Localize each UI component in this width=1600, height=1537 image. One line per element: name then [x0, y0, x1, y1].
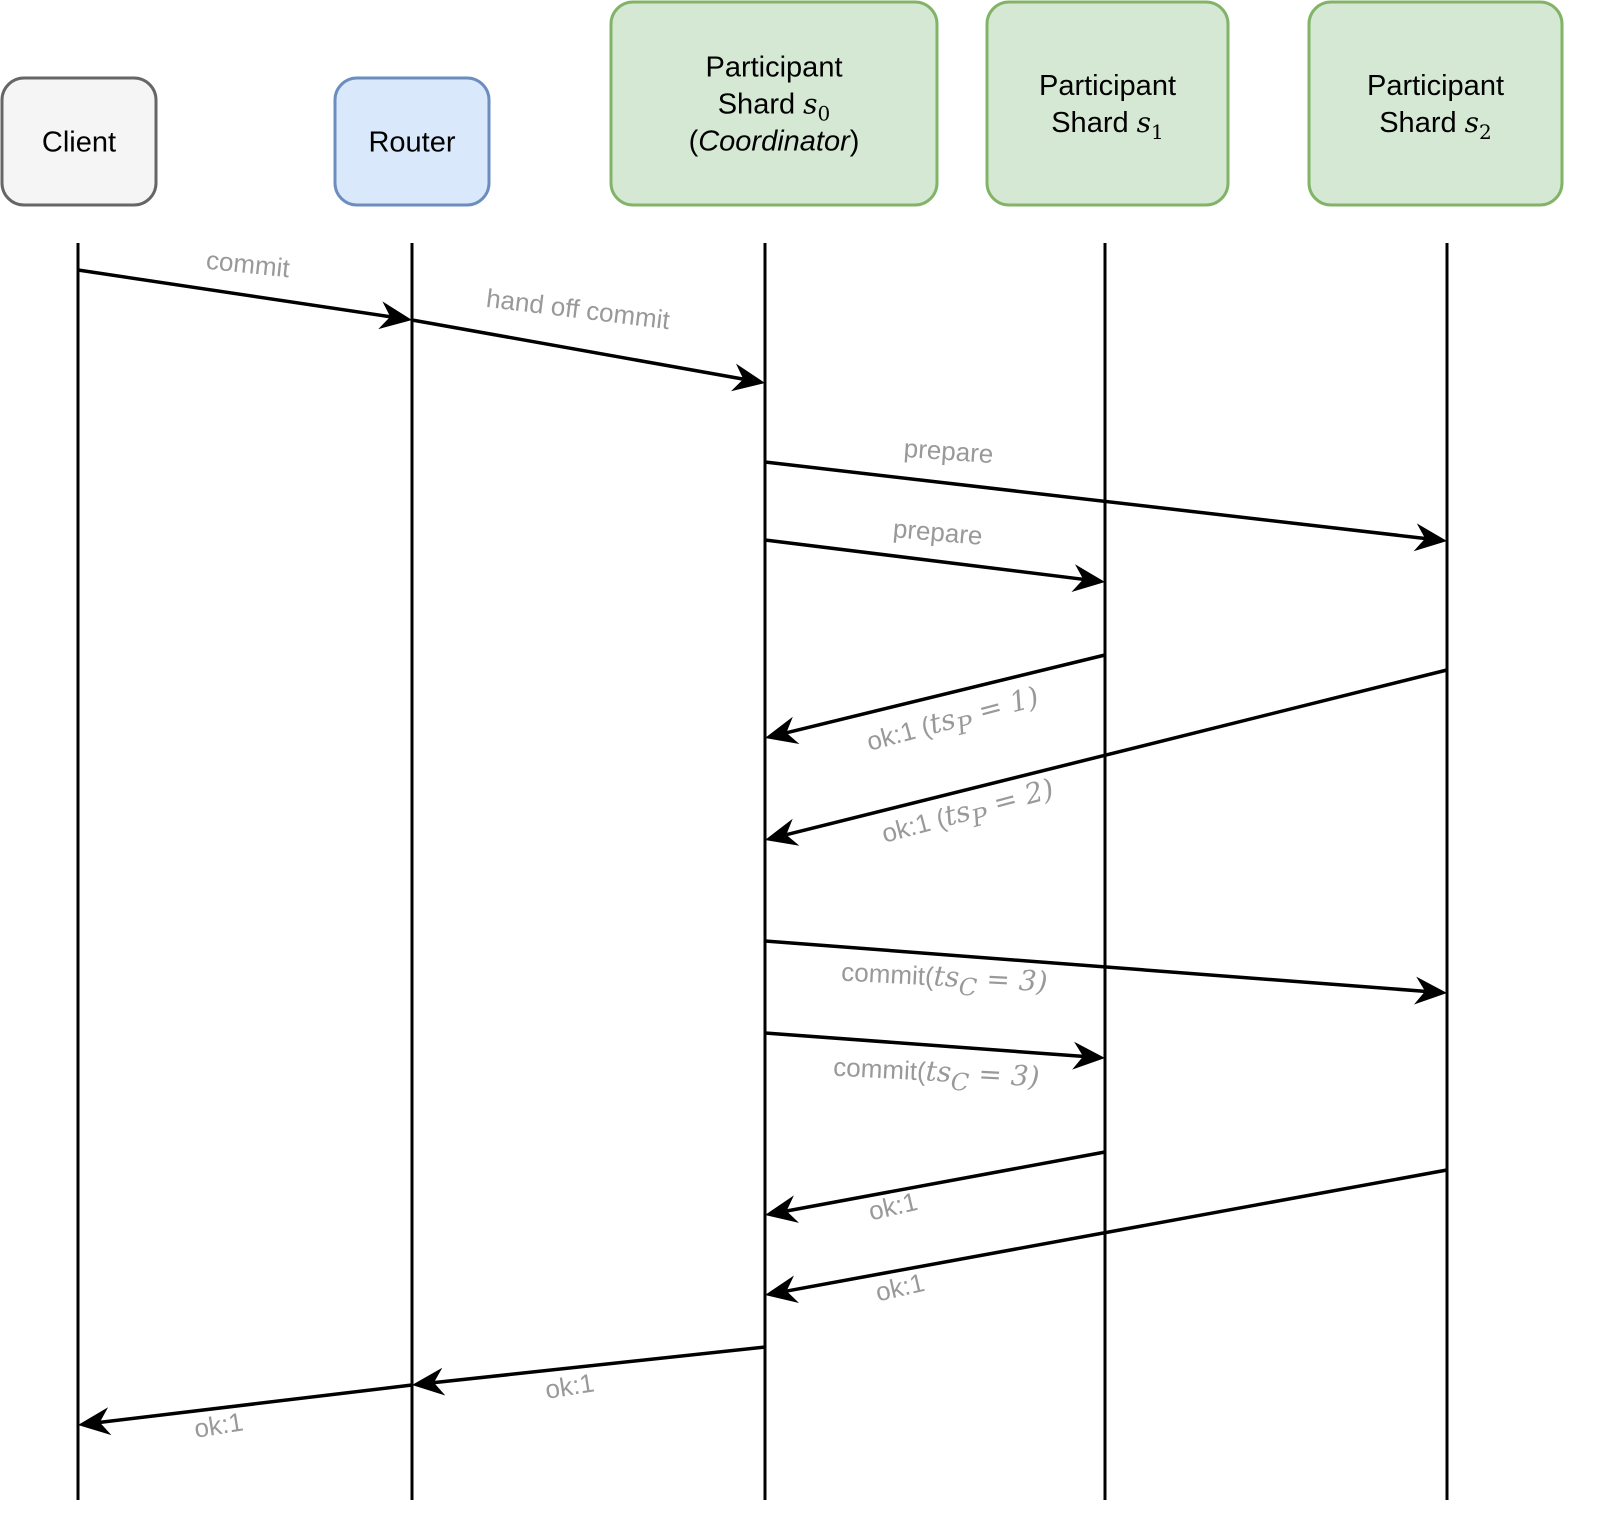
message-arrow-line — [786, 1150, 1106, 1213]
actor-label-line: Shard s1 — [1051, 106, 1164, 144]
arrowhead-icon — [765, 1195, 799, 1223]
arrowhead-icon — [412, 1367, 446, 1396]
message-9: ok:1 — [765, 1150, 1106, 1226]
message-arrow-line — [99, 1383, 413, 1425]
message-8: commit(tsC = 3) — [764, 1031, 1105, 1101]
message-arrow-line — [411, 318, 744, 381]
actor-label-line: Shard s2 — [1379, 106, 1492, 144]
actor-label-line: Participant — [1367, 70, 1504, 102]
actor-box-s2 — [1307, 0, 1564, 207]
message-12: ok:1 — [78, 1383, 413, 1444]
message-label: ok:1 — [543, 1367, 596, 1404]
arrowhead-icon — [1072, 1041, 1105, 1070]
message-arrow-line — [785, 653, 1106, 735]
actor-box-s1 — [985, 0, 1230, 207]
actor-label-line: Router — [368, 127, 455, 159]
actor-client: Client — [0, 76, 158, 207]
message-1: commit — [77, 245, 412, 330]
message-5: ok:1 (tsP = 1) — [765, 653, 1106, 757]
message-arrow-line — [786, 1168, 1448, 1293]
message-label: ok:1 — [192, 1406, 245, 1443]
arrowhead-icon — [765, 716, 800, 744]
message-arrow-line — [764, 460, 1426, 541]
message-label: ok:1 (tsP = 2) — [878, 772, 1059, 856]
actor-box-s0 — [609, 0, 939, 207]
actor-label-line: Shard s0 — [718, 88, 831, 126]
message-4: prepare — [764, 513, 1105, 592]
message-arrow-line — [764, 939, 1426, 994]
actor-box-client — [0, 76, 158, 207]
message-label: prepare — [892, 513, 984, 551]
message-label: ok:1 — [866, 1186, 921, 1226]
message-label: commit — [205, 245, 292, 284]
message-2: hand off commit — [411, 283, 765, 392]
arrowhead-icon — [765, 818, 800, 846]
arrowhead-icon — [731, 363, 765, 392]
actor-label-line: (Coordinator) — [689, 126, 860, 158]
actor-box-router — [333, 76, 491, 207]
arrowhead-icon — [378, 301, 412, 330]
message-label: hand off commit — [485, 283, 673, 335]
actor-label-line: Client — [42, 127, 116, 159]
message-arrow-line — [77, 268, 391, 319]
message-arrow-line — [433, 1345, 766, 1385]
message-7: commit(tsC = 3) — [764, 939, 1447, 1006]
message-label: commit(tsC = 3) — [832, 1050, 1040, 1101]
message-arrow-line — [785, 668, 1448, 837]
message-arrow-line — [764, 538, 1084, 582]
arrowhead-icon — [1414, 976, 1447, 1005]
message-10: ok:1 — [765, 1168, 1448, 1307]
message-label: commit(tsC = 3) — [840, 955, 1048, 1006]
actor-router: Router — [333, 76, 491, 207]
arrowhead-icon — [1071, 564, 1105, 592]
arrowhead-icon — [78, 1407, 112, 1436]
message-3: prepare — [764, 433, 1447, 552]
message-11: ok:1 — [412, 1345, 766, 1405]
actor-label-line: Participant — [705, 52, 842, 84]
arrowhead-icon — [1413, 523, 1447, 552]
actor-label-line: Participant — [1039, 70, 1176, 102]
message-label: prepare — [903, 433, 994, 469]
arrowhead-icon — [765, 1275, 799, 1303]
message-arrow-line — [764, 1031, 1084, 1059]
